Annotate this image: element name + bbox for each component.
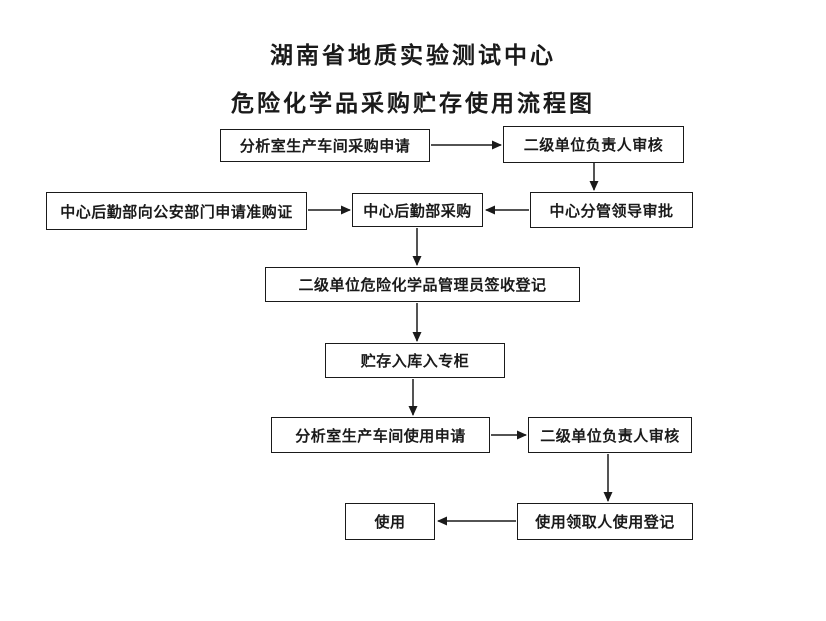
node-storage: 贮存入库入专柜 — [325, 343, 505, 378]
node-logistics-purchase: 中心后勤部采购 — [352, 193, 483, 227]
node-signin-registration: 二级单位危险化学品管理员签收登记 — [265, 267, 580, 302]
node-use: 使用 — [345, 503, 435, 540]
node-leader-approval: 中心分管领导审批 — [530, 192, 693, 228]
node-use-registration: 使用领取人使用登记 — [517, 503, 693, 540]
node-unit-leader-review-2: 二级单位负责人审核 — [528, 417, 692, 453]
node-use-request: 分析室生产车间使用申请 — [271, 417, 490, 453]
page-title: 湖南省地质实验测试中心 — [270, 43, 556, 68]
node-unit-leader-review-1: 二级单位负责人审核 — [503, 126, 684, 163]
node-purchase-request: 分析室生产车间采购申请 — [220, 129, 430, 162]
node-permit-application: 中心后勤部向公安部门申请准购证 — [46, 192, 307, 230]
page-subtitle: 危险化学品采购贮存使用流程图 — [231, 91, 595, 116]
